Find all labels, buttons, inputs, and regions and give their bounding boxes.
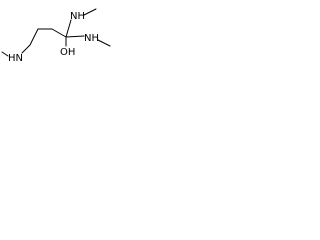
atom-nh-right: NH xyxy=(84,33,99,44)
bond-nh-top-methyl xyxy=(83,8,97,16)
atom-nh-top: NH xyxy=(70,11,85,22)
bond-c-nh-top xyxy=(65,19,72,38)
bond-chain-3 xyxy=(29,28,39,46)
structure-diagram: NH NH OH HN xyxy=(1,8,111,64)
bond-c-nh-right xyxy=(65,35,85,38)
bond-nh-right-methyl xyxy=(97,39,111,47)
atom-oh: OH xyxy=(60,47,75,58)
bond-chain-hn xyxy=(21,44,31,54)
atom-hn-left: HN xyxy=(8,53,23,64)
structure-canvas: NH NH OH HN xyxy=(0,0,116,73)
bond-hn-methyl xyxy=(1,51,9,57)
bond-chain-1 xyxy=(51,28,67,38)
